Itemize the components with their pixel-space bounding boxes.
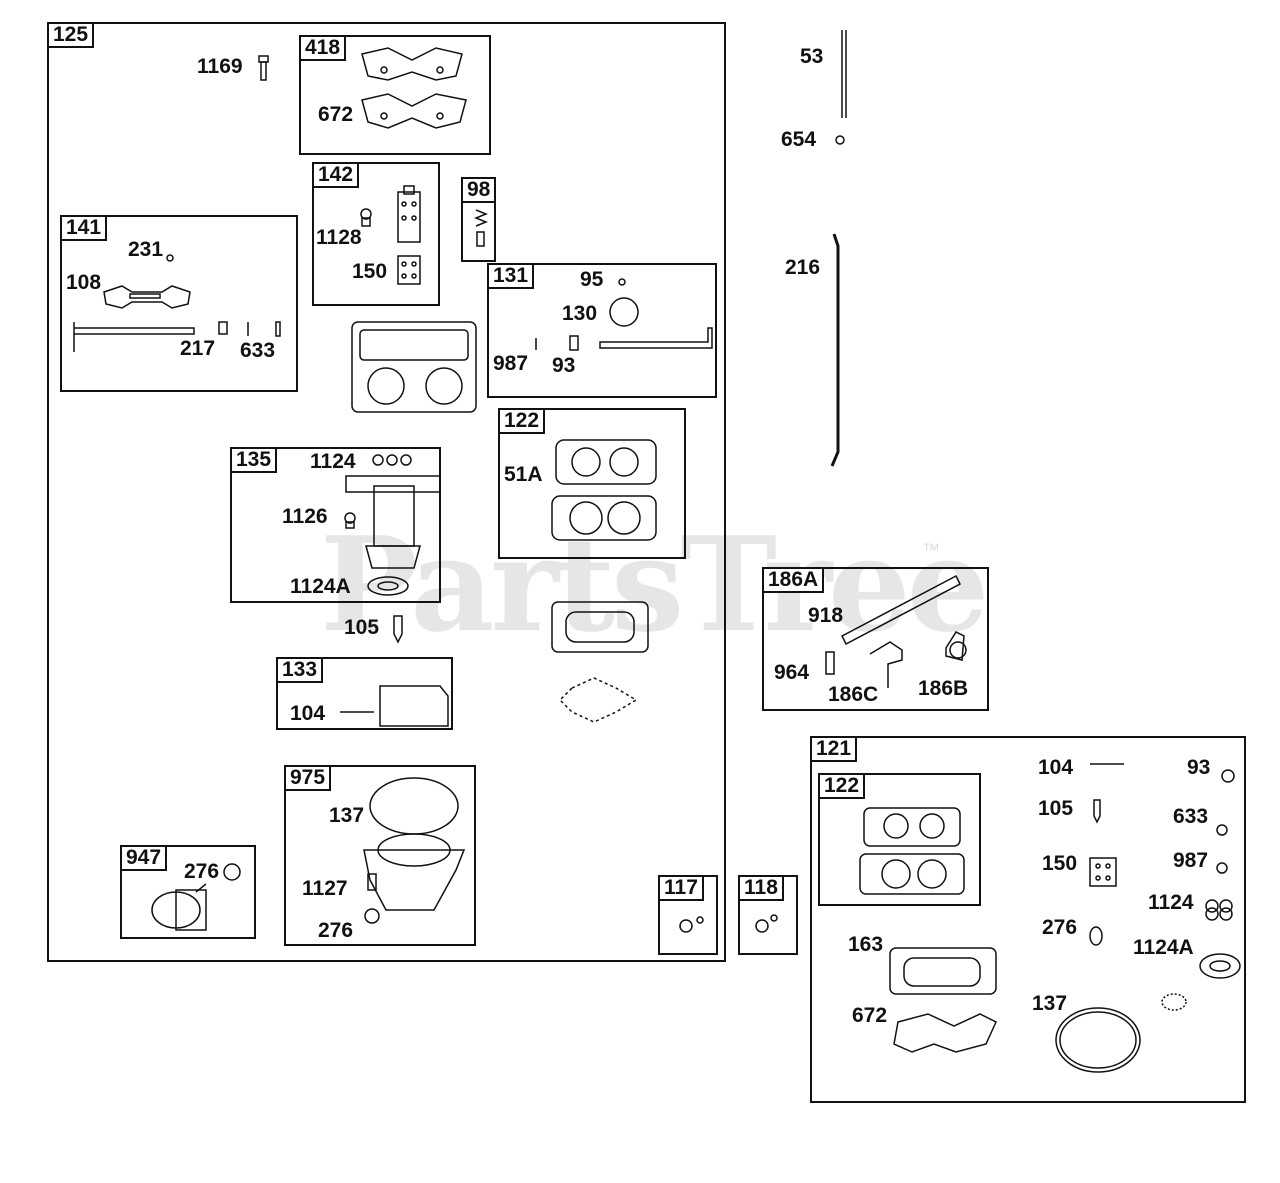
part-label-1169: 1169 [197,55,243,78]
box-label: 135 [230,447,278,473]
assembly-box-133: 133 [276,657,453,730]
part-label-672: 672 [318,103,354,126]
part-label-186B: 186B [918,677,969,700]
trademark-symbol: ™ [922,540,940,560]
assembly-box-418: 418 [299,35,491,155]
assembly-box-186A: 186A [762,567,989,711]
assembly-box-122: 122 [498,408,686,559]
box-label: 131 [487,263,535,289]
assembly-box-117: 117 [658,875,718,955]
part-label-93: 93 [1187,756,1211,779]
part-label-105: 105 [1038,797,1074,820]
part-label-1124: 1124 [1148,891,1194,914]
part-label-53: 53 [800,45,824,68]
part-label-163: 163 [848,933,884,956]
part-label-93: 93 [552,354,576,377]
part-label-186C: 186C [828,683,879,706]
box-label: 975 [284,765,332,791]
part-label-276: 276 [318,919,354,942]
assembly-box-98: 98 [461,177,497,262]
part-label-1128: 1128 [316,226,362,249]
box-label: 118 [738,875,784,901]
box-label: 125 [47,22,95,48]
assembly-box-118: 118 [738,875,798,955]
part-label-654: 654 [781,128,817,151]
part-label-1124A: 1124A [1133,936,1194,959]
part-label-918: 918 [808,604,844,627]
gasket-icon [361,47,463,81]
box-label: 133 [276,657,324,683]
box-label: 117 [658,875,704,901]
assembly-box-142: 142 [312,162,440,306]
part-label-137: 137 [1032,992,1068,1015]
part-label-672: 672 [852,1004,888,1027]
assembly-box-141: 141 [60,215,298,392]
assembly-box-947: 947 [120,845,256,939]
part-label-137: 137 [329,804,365,827]
box-label: 98 [461,177,497,203]
part-label-987: 987 [1173,849,1209,872]
assembly-box-975: 975 [284,765,476,946]
part-label-964: 964 [774,661,810,684]
box-label: 186A [762,567,825,593]
part-label-105: 105 [344,616,380,639]
part-label-276: 276 [1042,916,1078,939]
part-label-150: 150 [352,260,388,283]
part-label-1124: 1124 [310,450,356,473]
carburetor-icon [351,321,477,413]
part-label-231: 231 [128,238,164,261]
assembly-box-122-kit: 122 [818,773,981,906]
part-label-987: 987 [493,352,529,375]
box-label: 122 [818,773,866,799]
part-label-217: 217 [180,337,216,360]
part-label-1124A: 1124A [290,575,351,598]
part-label-1126: 1126 [282,505,328,528]
part-label-104: 104 [290,702,326,725]
part-label-633: 633 [240,339,276,362]
screw-icon [258,55,269,81]
part-label-150: 150 [1042,852,1078,875]
assembly-box-121: 121 [810,736,1246,1103]
box-label: 142 [312,162,360,188]
part-label-51A: 51A [504,463,543,486]
part-label-130: 130 [562,302,598,325]
part-label-216: 216 [785,256,821,279]
part-label-276: 276 [184,860,220,883]
part-label-95: 95 [580,268,604,291]
part-label-1127: 1127 [302,877,348,900]
assembly-box-131: 131 [487,263,717,398]
box-label: 418 [299,35,347,61]
box-label: 141 [60,215,108,241]
box-label: 947 [120,845,168,871]
part-label-104: 104 [1038,756,1074,779]
part-label-108: 108 [66,271,102,294]
gasket-icon [361,93,467,129]
assembly-box-135: 135 [230,447,441,603]
box-label: 122 [498,408,546,434]
assembly-box-125: 125 [47,22,726,962]
part-label-633: 633 [1173,805,1209,828]
box-label: 121 [810,736,858,762]
